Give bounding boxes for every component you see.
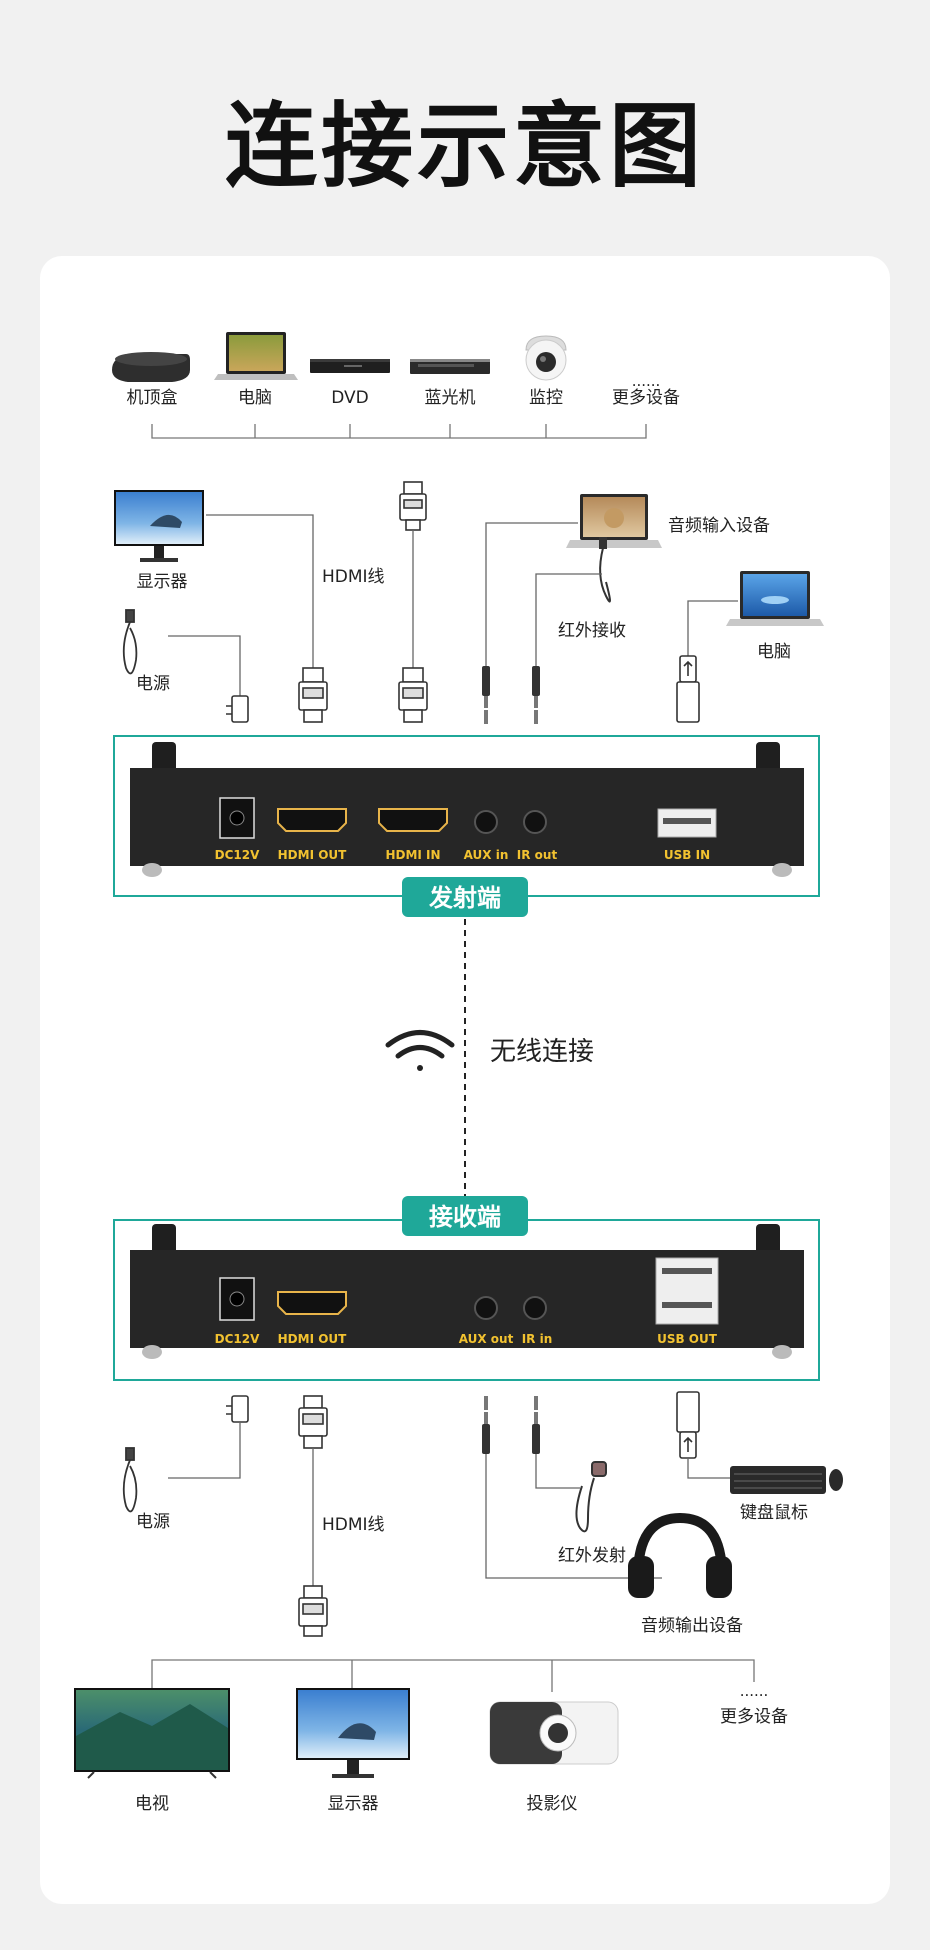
port-label: DC12V (215, 1332, 260, 1346)
ir-emit-label: 红外发射 (558, 1546, 626, 1566)
hdmi-out-port (277, 808, 347, 832)
ir-receive-label: 红外接收 (558, 621, 626, 641)
ir-out-port (523, 810, 547, 834)
usb-in-port (657, 808, 717, 838)
receiver-badge-label: 接收端 (429, 1203, 501, 1231)
port-label: AUX out (459, 1332, 514, 1346)
projector-label: 投影仪 (527, 1794, 578, 1814)
source-bus-lines (151, 424, 647, 439)
hdmi-plug-icon (399, 481, 427, 531)
dc-port (219, 1277, 255, 1321)
hdmi-in-port (378, 808, 448, 832)
wireless-label: 无线连接 (490, 1037, 594, 1067)
audio-cable (485, 522, 578, 666)
ir-emitter-icon (575, 1461, 607, 1533)
port-label: HDMI IN (385, 848, 440, 862)
audio-jack-icon (532, 1396, 540, 1454)
port-label: AUX in (464, 848, 509, 862)
connection-diagram: 机顶盒 电脑 DVD 蓝光机 监控 ...... 更多设备 显示器 电源 (74, 332, 843, 1814)
hdmi-plug-icon (298, 667, 328, 723)
hdmi-plug-icon (298, 1585, 328, 1637)
more-devices-dots: ...... (740, 1682, 769, 1700)
wifi-icon (385, 1030, 455, 1071)
diagram-card: 机顶盒 电脑 DVD 蓝光机 监控 ...... 更多设备 显示器 电源 (40, 256, 890, 1904)
laptop-icon (214, 332, 298, 380)
hdmi-cable-label: HDMI线 (322, 567, 385, 587)
bluray-player-icon (410, 359, 490, 374)
port-label: IR in (522, 1332, 553, 1346)
more-devices-label: 更多设备 (720, 1707, 788, 1727)
audio-output-label: 音频输出设备 (641, 1616, 743, 1636)
port-label: IR out (517, 848, 558, 862)
dvd-player-icon (310, 359, 390, 373)
source-label: 蓝光机 (425, 388, 476, 408)
power-adapter-icon (122, 609, 138, 675)
port-label: USB IN (664, 848, 710, 862)
power-cable (168, 635, 241, 704)
audio-jack-icon (532, 666, 540, 724)
hdmi-cable-label: HDMI线 (322, 1515, 385, 1535)
projector-icon (489, 1701, 619, 1765)
dc-port (219, 797, 255, 839)
power-adapter-icon (122, 1447, 138, 1513)
audio-out-cable (485, 1454, 662, 1579)
hdmi-plug-icon (298, 1395, 328, 1449)
hdmi-out-port (277, 1291, 347, 1315)
source-label: 机顶盒 (127, 388, 178, 408)
port-label: USB OUT (657, 1332, 718, 1346)
more-devices-dots: ...... (632, 372, 661, 390)
tv-label: 电视 (135, 1794, 169, 1814)
monitor-label: 显示器 (137, 572, 188, 592)
audio-jack-icon (482, 1396, 490, 1454)
hdmi-cable-monitor (206, 514, 314, 668)
keyboard-mouse-label: 键盘鼠标 (740, 1503, 808, 1523)
ir-cable (535, 573, 602, 666)
source-label: 监控 (529, 388, 563, 408)
transmitter-badge-label: 发射端 (428, 884, 501, 912)
power-label: 电源 (136, 1512, 170, 1532)
transmitter-badge (402, 877, 528, 917)
tv-icon (74, 1688, 230, 1779)
source-label: 电脑 (238, 388, 272, 408)
laptop-icon (566, 494, 662, 548)
laptop-icon (726, 571, 824, 626)
audio-jack-icon (482, 666, 490, 724)
source-label: DVD (331, 388, 369, 408)
headphones-icon (628, 1512, 732, 1598)
mouse-icon (829, 1469, 843, 1491)
usb-plug-icon (676, 1391, 700, 1459)
hdmi-plug-icon (398, 667, 428, 723)
ir-receiver-icon (599, 537, 611, 603)
usb-cable (687, 1458, 730, 1479)
keyboard-icon (730, 1466, 826, 1494)
usb-out-port (655, 1257, 719, 1325)
power-label: 电源 (136, 674, 170, 694)
aux-out-port (474, 1296, 498, 1320)
port-label: HDMI OUT (278, 848, 348, 862)
set-top-box-icon (112, 352, 190, 382)
ir-emit-cable (535, 1454, 580, 1489)
page-title: 连接示意图 (224, 93, 705, 200)
dc-plug-icon (226, 695, 249, 723)
monitor-icon (296, 1688, 410, 1778)
monitor-label: 显示器 (328, 1794, 379, 1814)
pc-label: 电脑 (757, 642, 791, 662)
security-camera-icon (525, 335, 567, 381)
more-devices-label: 更多设备 (612, 388, 680, 408)
audio-input-label: 音频输入设备 (668, 516, 770, 536)
monitor-icon (114, 490, 204, 562)
aux-in-port (474, 810, 498, 834)
usb-plug-icon (676, 655, 700, 723)
port-label: HDMI OUT (278, 1332, 348, 1346)
port-label: DC12V (215, 848, 260, 862)
dc-plug-icon (226, 1395, 249, 1423)
receiver-badge (402, 1196, 528, 1236)
usb-cable (687, 600, 738, 656)
display-bus-lines (151, 1659, 755, 1692)
power-cable (168, 1422, 241, 1479)
ir-in-port (523, 1296, 547, 1320)
